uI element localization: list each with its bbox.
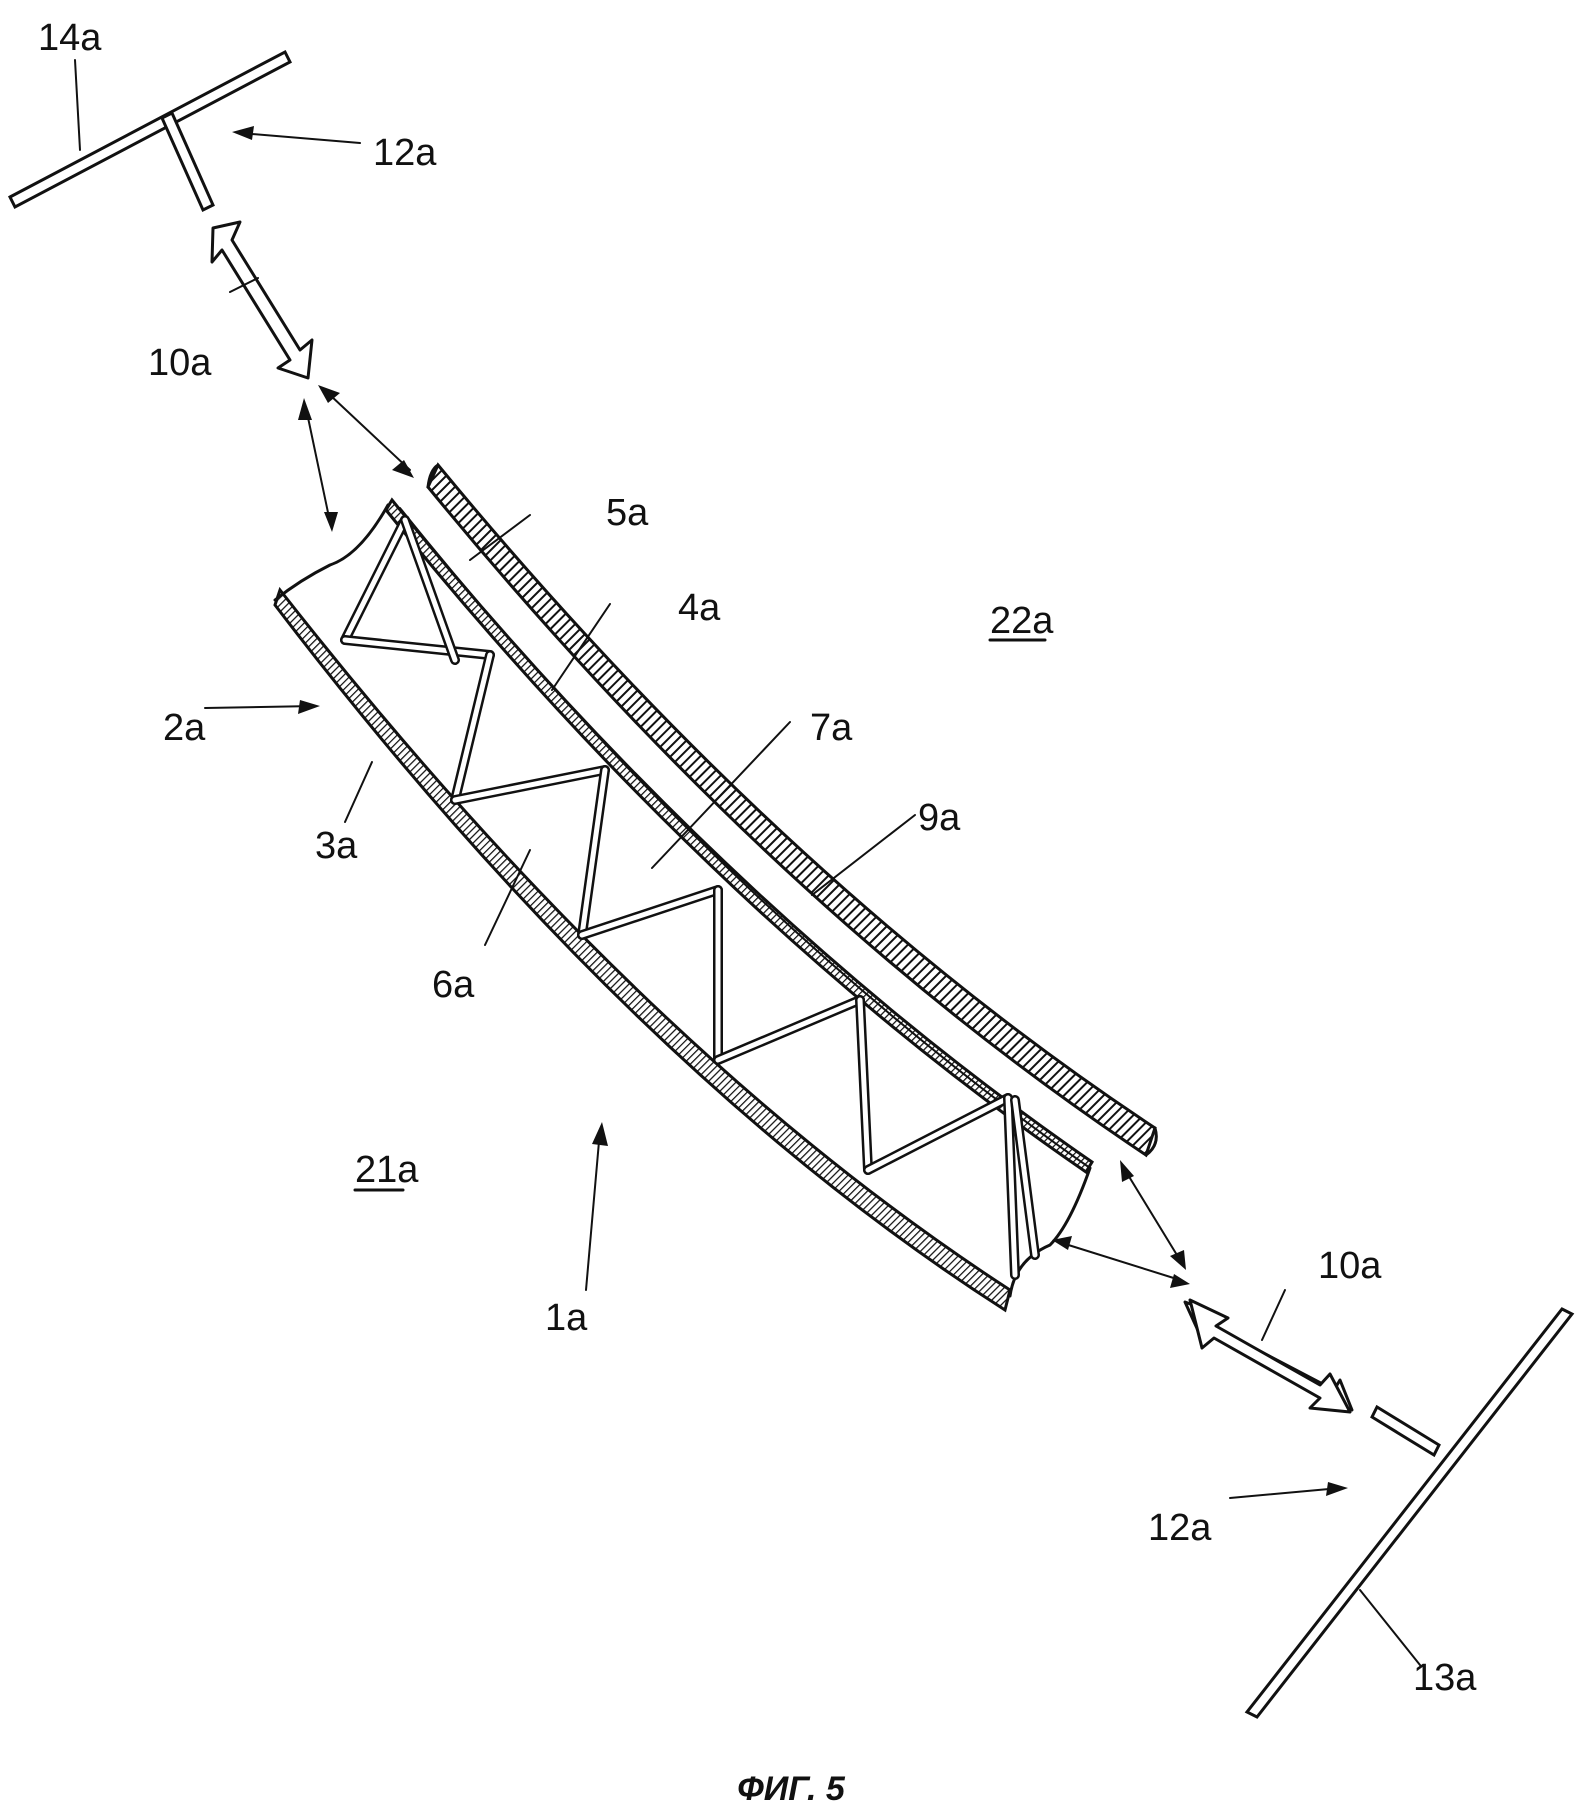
thin-arrows (298, 385, 1190, 1288)
label-10a-top: 10a (148, 342, 212, 384)
figure-caption: ФИГ. 5 (737, 1770, 846, 1808)
upper-chord-edge (399, 507, 1091, 1169)
label-2a: 2a (163, 707, 206, 749)
label-7a: 7a (810, 707, 853, 749)
truss-structure (273, 497, 1095, 1313)
label-4a: 4a (678, 587, 721, 629)
bottom-mount-element (1244, 1307, 1575, 1719)
label-9a: 9a (918, 797, 961, 839)
outer-panel-cap-bottom (1144, 1126, 1158, 1157)
upper-chord (384, 497, 1095, 1175)
top-mount-stem (160, 110, 215, 213)
label-14a: 14a (38, 17, 102, 59)
label-22a: 22a (990, 600, 1054, 642)
lower-chord-3a (273, 586, 1012, 1313)
label-12a-bottom: 12a (1148, 1507, 1212, 1549)
label-5a: 5a (606, 492, 649, 534)
label-1a: 1a (545, 1297, 588, 1339)
truss-struts (340, 515, 1040, 1280)
arrow-10a-bottom (1183, 1298, 1354, 1414)
label-6a: 6a (432, 964, 475, 1006)
top-mount-plate (8, 49, 292, 210)
outer-panel-cap-top (426, 463, 440, 489)
label-10a-bottom: 10a (1318, 1245, 1382, 1287)
outer-panel-5a (426, 462, 1157, 1158)
top-mount-element (8, 49, 292, 213)
arrow-10a-top (210, 220, 314, 380)
bottom-mount-plate (1244, 1307, 1575, 1719)
leader-lines (74, 59, 1421, 1666)
truss-break-top (273, 503, 390, 602)
bottom-mount-stem (1370, 1404, 1441, 1458)
label-12a-top: 12a (373, 132, 437, 174)
label-13a: 13a (1413, 1657, 1477, 1699)
label-21a: 21a (355, 1149, 419, 1191)
label-3a: 3a (315, 825, 358, 867)
